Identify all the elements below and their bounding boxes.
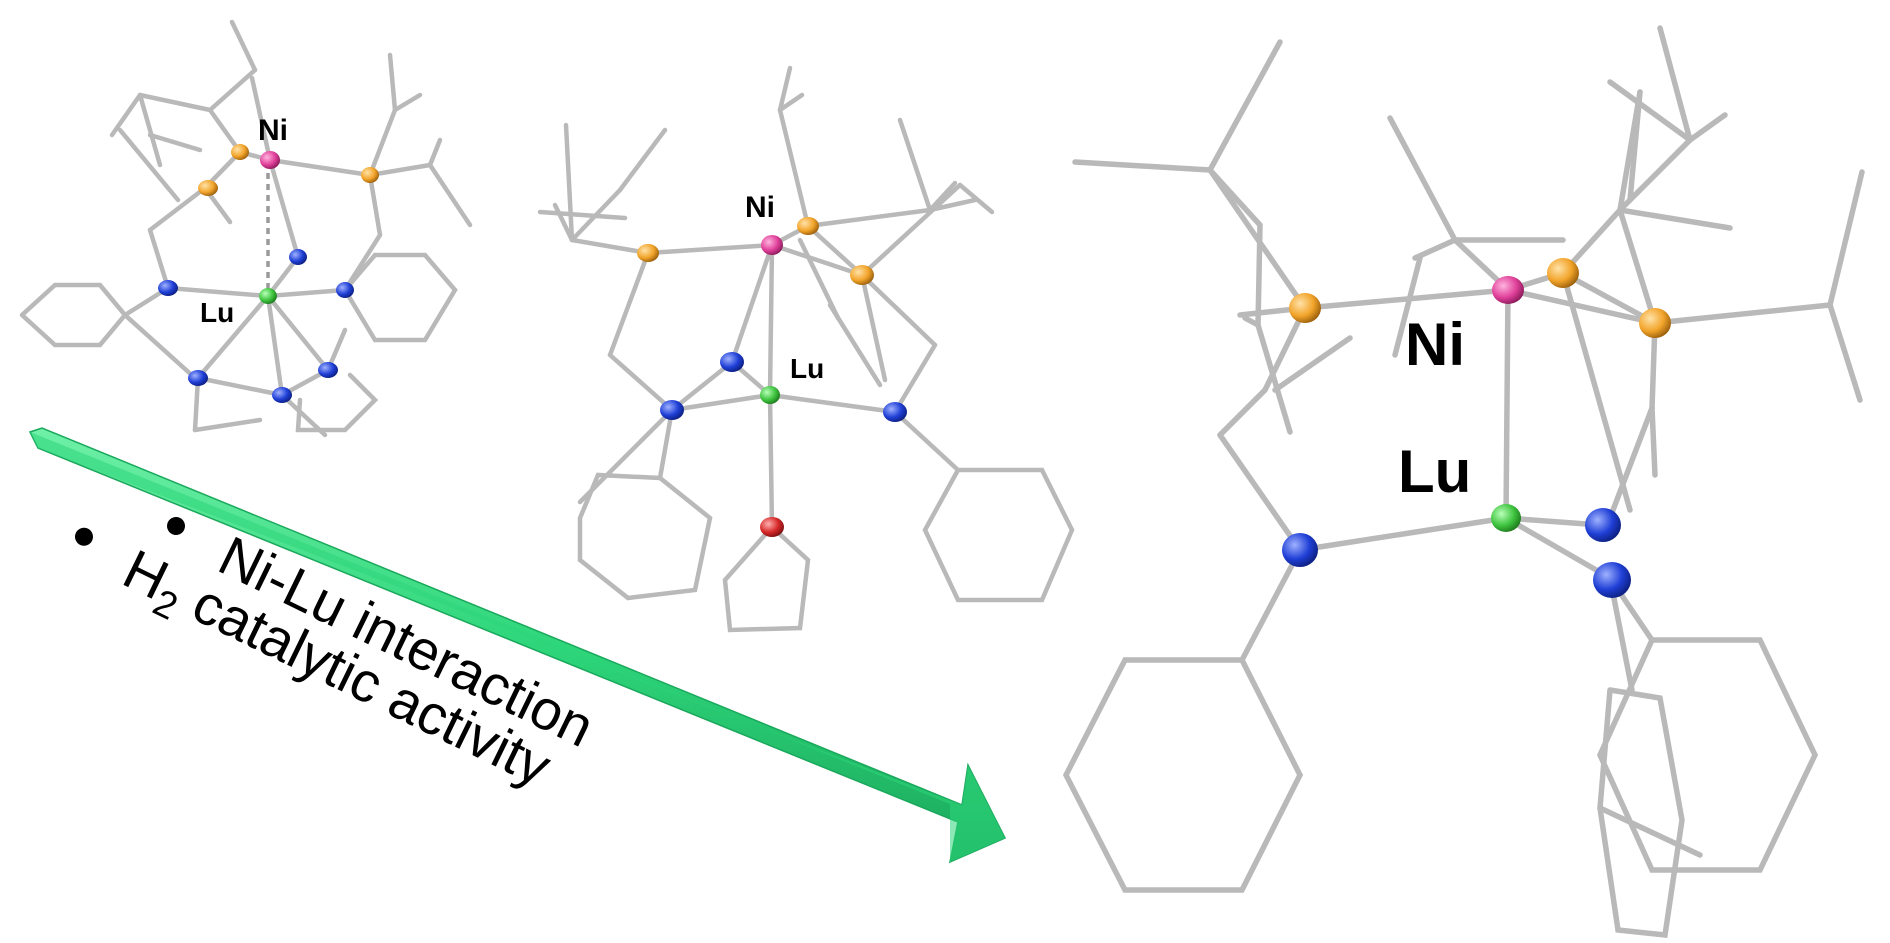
nitrogen-atom bbox=[188, 370, 208, 386]
phosphorus-atom bbox=[850, 265, 874, 285]
phosphorus-atom bbox=[198, 180, 218, 196]
phosphorus-atom bbox=[637, 244, 659, 262]
nickel-atom bbox=[260, 151, 280, 169]
bullet-marker bbox=[74, 527, 93, 546]
phosphorus-atom bbox=[797, 217, 819, 235]
bullet-marker bbox=[167, 516, 186, 535]
nitrogen-atom bbox=[289, 249, 307, 265]
ni-label-2: Ni bbox=[745, 191, 775, 224]
nitrogen-atom bbox=[272, 387, 292, 403]
nickel-atom bbox=[761, 235, 783, 255]
phosphorus-atom bbox=[231, 144, 249, 160]
lutetium-atom bbox=[760, 386, 780, 404]
nitrogen-atom bbox=[1585, 508, 1621, 542]
phosphorus-atom bbox=[1289, 293, 1321, 323]
phosphorus-atom bbox=[1639, 308, 1671, 338]
nitrogen-atom bbox=[720, 352, 744, 372]
phosphorus-atom bbox=[1547, 258, 1579, 288]
lu-label-1: Lu bbox=[200, 297, 234, 328]
nitrogen-atom bbox=[1282, 533, 1318, 567]
nitrogen-atom bbox=[336, 282, 354, 298]
molecule-structure-2: Ni Lu bbox=[537, 65, 1075, 633]
nitrogen-atom bbox=[1593, 562, 1631, 598]
lu-label-2: Lu bbox=[790, 353, 824, 384]
lu-label-3: Lu bbox=[1398, 438, 1471, 505]
ni-label-3: Ni bbox=[1405, 311, 1465, 378]
molecule-structure-1: Ni Lu bbox=[19, 19, 473, 438]
lutetium-atom bbox=[259, 288, 277, 304]
phosphorus-atom bbox=[361, 167, 379, 183]
lutetium-atom bbox=[1491, 504, 1521, 532]
oxygen-atom bbox=[760, 517, 784, 537]
nitrogen-atom bbox=[158, 280, 178, 296]
molecule-structure-3: Ni Lu bbox=[1062, 25, 1865, 939]
reaction-arrow bbox=[28, 427, 1007, 864]
nitrogen-atom bbox=[883, 402, 907, 422]
nickel-atom bbox=[1492, 276, 1524, 304]
nitrogen-atom bbox=[660, 400, 684, 420]
ni-label-1: Ni bbox=[258, 114, 288, 147]
nitrogen-atom bbox=[318, 362, 338, 378]
